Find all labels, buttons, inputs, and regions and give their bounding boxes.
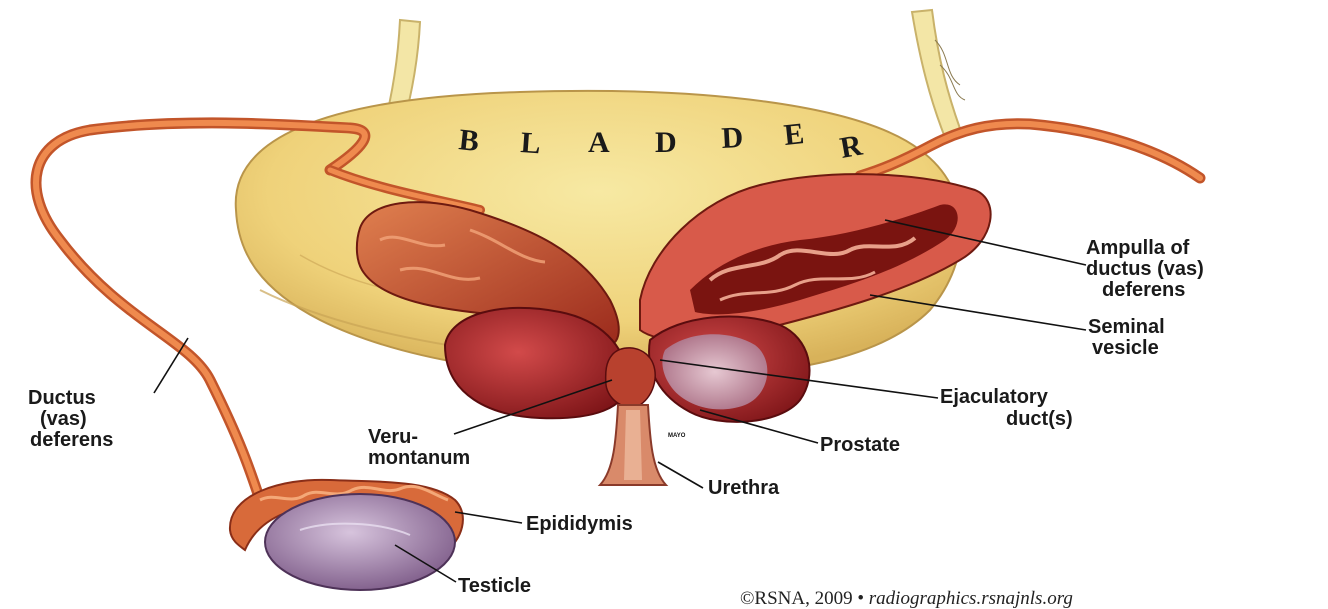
- label-epididymis: Epididymis: [526, 513, 633, 535]
- svg-text:vesicle: vesicle: [1092, 337, 1159, 359]
- svg-text:E: E: [782, 117, 807, 152]
- label-urethra: Urethra: [708, 477, 780, 499]
- svg-text:Prostate: Prostate: [820, 434, 900, 456]
- label-seminal-vesicle: Seminal vesicle: [1088, 316, 1165, 359]
- right-ureter: [912, 10, 965, 140]
- svg-text:L: L: [520, 126, 544, 160]
- label-ejaculatory-duct: Ejaculatory duct(s): [940, 386, 1073, 430]
- image-credit: ©RSNA, 2009 • radiographics.rsnajnls.org: [740, 588, 1073, 609]
- svg-text:Seminal: Seminal: [1088, 316, 1165, 338]
- svg-text:ductus (vas): ductus (vas): [1086, 258, 1204, 280]
- svg-text:montanum: montanum: [368, 447, 470, 469]
- svg-text:Urethra: Urethra: [708, 477, 780, 499]
- label-verumontanum: Veru- montanum: [368, 426, 470, 469]
- label-prostate: Prostate: [820, 434, 900, 456]
- svg-text:deferens: deferens: [1102, 279, 1185, 301]
- svg-text:Ductus: Ductus: [28, 387, 96, 409]
- svg-text:duct(s): duct(s): [1006, 408, 1073, 430]
- svg-text:Epididymis: Epididymis: [526, 513, 633, 535]
- label-testicle: Testicle: [458, 575, 531, 597]
- verumontanum: [606, 348, 656, 407]
- label-ampulla: Ampulla of ductus (vas) deferens: [1086, 237, 1204, 301]
- svg-text:Ejaculatory: Ejaculatory: [940, 386, 1049, 408]
- svg-text:deferens: deferens: [30, 429, 113, 451]
- credit-site: radiographics.rsnajnls.org: [869, 588, 1073, 609]
- label-ductus-deferens: Ductus (vas) deferens: [28, 387, 113, 451]
- svg-text:©RSNA, 2009 • radiographics.rs: ©RSNA, 2009 • radiographics.rsnajnls.org: [740, 588, 1073, 609]
- svg-text:Ampulla of: Ampulla of: [1086, 237, 1190, 259]
- urethra: [600, 405, 666, 485]
- svg-text:A: A: [588, 126, 612, 159]
- svg-text:D: D: [721, 121, 746, 155]
- artist-mark: MAYO: [668, 433, 686, 439]
- svg-text:Veru-: Veru-: [368, 426, 418, 448]
- credit-prefix: ©RSNA, 2009 •: [740, 588, 869, 609]
- testicle: [265, 494, 455, 590]
- svg-text:B: B: [457, 123, 482, 158]
- svg-text:(vas): (vas): [40, 408, 87, 430]
- svg-text:Testicle: Testicle: [458, 575, 531, 597]
- svg-text:D: D: [655, 126, 679, 159]
